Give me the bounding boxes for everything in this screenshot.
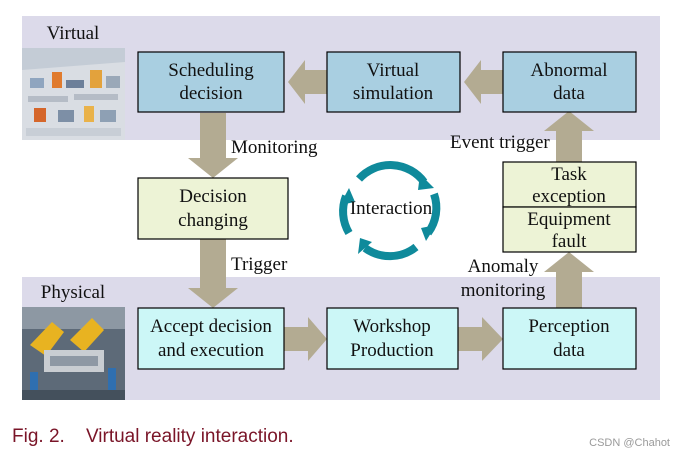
node-workshop-production: Workshop Production xyxy=(326,307,459,370)
physical-region-label: Physical xyxy=(41,282,105,303)
interaction-cycle-arrowheads xyxy=(340,174,436,254)
figure-caption-text: Virtual reality interaction. xyxy=(85,426,294,447)
node-task-exception-line2: exception xyxy=(532,186,606,207)
node-perception-data-line1: Perception xyxy=(528,316,610,337)
node-decision-changing: Decision changing xyxy=(137,177,289,240)
node-equipment-fault-line2: fault xyxy=(552,231,588,252)
node-workshop-production-line2: Production xyxy=(350,340,434,361)
arrow-task-to-abnormal xyxy=(544,111,594,162)
arrow-simulation-to-scheduling xyxy=(288,60,327,104)
node-abnormal-data-line2: data xyxy=(553,83,585,104)
node-accept-decision: Accept decision and execution xyxy=(137,307,285,370)
node-task-exception: Task exception xyxy=(502,161,637,208)
node-abnormal-data: Abnormal data xyxy=(502,51,637,113)
virtual-region-label: Virtual xyxy=(47,23,100,44)
node-decision-changing-line1: Decision xyxy=(179,186,247,207)
arrow-scheduling-to-decision-changing xyxy=(188,113,238,178)
physical-region-tag xyxy=(22,277,125,307)
virtual-region-tag xyxy=(22,16,125,48)
watermark: CSDN @Chahot xyxy=(589,437,670,449)
node-workshop-production-line1: Workshop xyxy=(353,316,431,337)
figure-number: Fig. 2. xyxy=(12,426,65,447)
node-task-exception-line1: Task xyxy=(551,164,587,185)
node-accept-decision-line2: and execution xyxy=(158,340,265,361)
edge-label-trigger: Trigger xyxy=(231,254,288,275)
physical-factory-image xyxy=(22,307,125,400)
node-scheduling-decision: Scheduling decision xyxy=(137,51,285,113)
figure-caption: Fig. 2. Virtual reality interaction. xyxy=(12,426,294,448)
node-abnormal-data-line1: Abnormal xyxy=(530,60,607,81)
node-equipment-fault: Equipment fault xyxy=(502,206,637,253)
arrow-abnormal-to-simulation xyxy=(464,60,503,104)
edge-label-event-trigger: Event trigger xyxy=(450,132,550,153)
node-decision-changing-line2: changing xyxy=(178,210,248,231)
node-accept-decision-line1: Accept decision xyxy=(150,316,272,337)
node-scheduling-decision-line1: Scheduling xyxy=(168,60,254,81)
node-virtual-simulation: Virtual simulation xyxy=(326,51,461,113)
node-scheduling-decision-line2: decision xyxy=(179,83,243,104)
node-virtual-simulation-line2: simulation xyxy=(353,83,434,104)
interaction-label: Interaction xyxy=(350,198,433,219)
node-virtual-simulation-line1: Virtual xyxy=(367,60,420,81)
arrow-workshop-to-perception xyxy=(458,317,503,361)
node-equipment-fault-line1: Equipment xyxy=(527,209,611,230)
arrow-decision-changing-to-accept xyxy=(188,239,238,308)
arrow-accept-to-workshop xyxy=(284,317,327,361)
node-perception-data: Perception data xyxy=(502,307,637,370)
virtual-factory-image xyxy=(22,48,125,140)
edge-label-anomaly-line1: Anomaly xyxy=(468,256,539,277)
edge-label-anomaly-line2: monitoring xyxy=(461,280,546,301)
edge-label-monitoring: Monitoring xyxy=(231,137,318,158)
node-perception-data-line2: data xyxy=(553,340,585,361)
arrow-perception-to-equipment xyxy=(544,252,594,308)
